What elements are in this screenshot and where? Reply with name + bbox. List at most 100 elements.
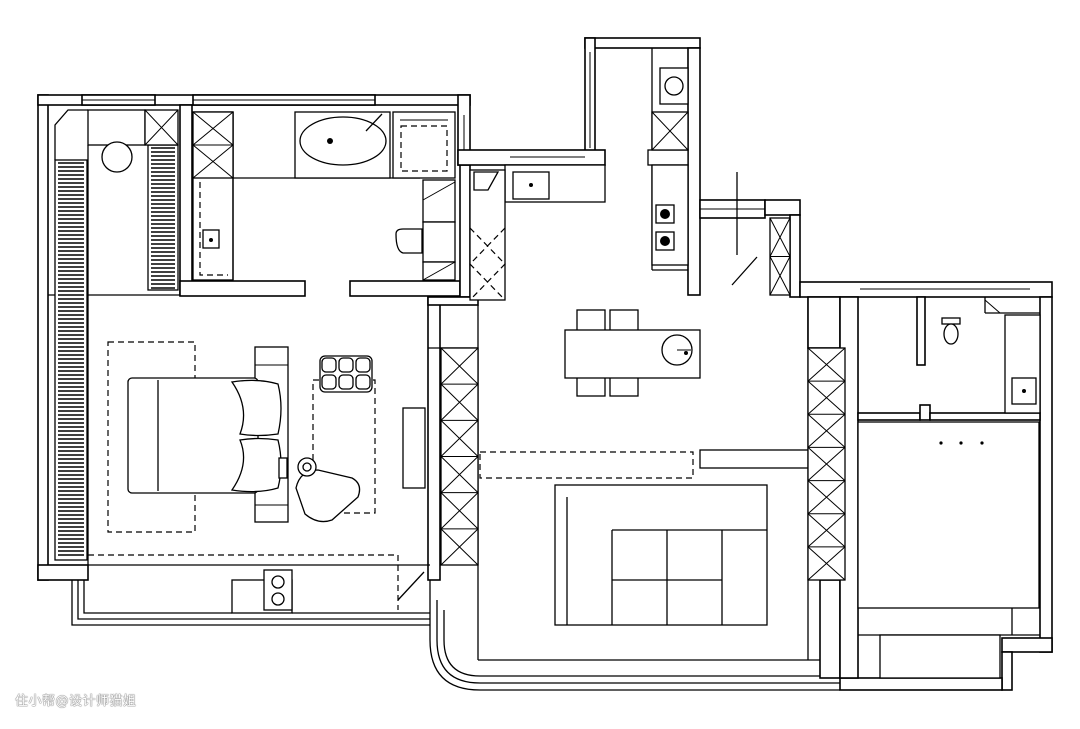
wall-bedroom-east (427, 296, 441, 581)
wall-bath-south-right (929, 412, 1041, 421)
cabinet-cross-mark (440, 383, 479, 421)
toilet-icon (395, 228, 423, 254)
round-stool-icon (101, 141, 133, 173)
closet-corner-shelf (54, 109, 88, 160)
ottoman-cushion (321, 374, 337, 390)
bath-cabinet-lower-mark (422, 261, 456, 281)
bathtub-faucet-icon (365, 113, 383, 132)
pillow-icon (230, 379, 282, 437)
bay-window-middle (77, 580, 430, 620)
vanity-outline (199, 182, 228, 276)
side-table-top-icon (302, 462, 312, 472)
shower-tray (400, 125, 448, 172)
cabinet-cross-mark (440, 456, 479, 494)
wall-kitchen-east (687, 47, 701, 296)
shower-screen-mark (984, 299, 1001, 314)
wall-entry-header (427, 296, 479, 306)
wall-west (37, 94, 49, 581)
wall-south-guest (839, 677, 1003, 691)
balcony-rail-inner (443, 610, 820, 677)
island-drain-icon (684, 351, 688, 355)
basin-drain-icon (209, 238, 213, 242)
guest-balcony (879, 634, 1001, 679)
balcony-rail-outer (429, 580, 840, 691)
bath-cabinet-upper-mark (422, 181, 456, 201)
ottoman-cushion (355, 374, 371, 390)
living-console-outline (479, 451, 694, 479)
window-seat-outline (88, 554, 399, 610)
bedside-lamp-icon (278, 457, 288, 479)
kitchen (469, 48, 689, 301)
wall-balcony-east (1001, 651, 1013, 691)
ottoman-cushion (321, 357, 337, 373)
refrigerator (659, 67, 689, 105)
dining-chair-icon (609, 309, 639, 333)
bay-window-outer (71, 580, 430, 626)
cabinet-cross-mark (144, 109, 179, 146)
window-seat-corner (397, 571, 425, 601)
armchair-icon (295, 469, 361, 523)
ottoman-cushion (338, 357, 354, 373)
wall-northeast-corner (764, 199, 801, 216)
guest-bed-platform (857, 421, 1040, 609)
watermark: 住小帮@设计师猫姐 (15, 694, 137, 709)
hanging-wardrobes (54, 144, 179, 561)
cabinet-cross-mark (651, 111, 689, 151)
bed-icon (127, 377, 259, 494)
washer-dryer-unit (263, 569, 293, 611)
wall-bathroom-south-right (349, 280, 461, 297)
toilet-niche (422, 221, 456, 263)
cabinet-cross-mark (807, 480, 846, 515)
dining-chair-icon (576, 375, 606, 397)
ottoman-cushion (338, 374, 354, 390)
bathtub-icon (299, 116, 387, 166)
entry-cabinet-top (473, 171, 500, 191)
cabinet-cross-mark (192, 144, 234, 179)
burner-icon (660, 236, 670, 246)
wall-closet-bathroom (179, 104, 193, 296)
guest-basin-drain-icon (1022, 389, 1026, 393)
bedroom-bay-window (71, 554, 430, 626)
shower-area (392, 111, 456, 179)
wall-bath-partition (916, 296, 926, 366)
light-point-icon (939, 441, 943, 445)
cabinet-cross-mark (440, 492, 479, 530)
cabinet-cross-mark (807, 513, 846, 548)
light-point-icon (980, 441, 984, 445)
wall-entry-guest (807, 296, 841, 349)
wall-kitchen-north (584, 37, 701, 49)
refrigerator-icon (664, 76, 684, 96)
burner-icon (660, 209, 670, 219)
kitchen-sink-icon (512, 171, 550, 200)
kitchen-sink-drain-icon (529, 183, 533, 187)
dining-chair-icon (609, 375, 639, 397)
cabinet-cross-mark (807, 380, 846, 415)
closet-top-shelf (87, 109, 146, 146)
wall-bath-south-left (857, 412, 921, 421)
bathtub-drain-icon (327, 138, 333, 144)
door-swing-icon (731, 256, 758, 286)
tv-cabinet (402, 407, 426, 489)
guest-bathroom (941, 297, 1041, 414)
dining (564, 172, 758, 397)
living-balcony (429, 580, 840, 691)
wall-east-dining (789, 214, 801, 298)
cabinet-cross-mark (440, 419, 479, 457)
cabinet-cross-mark (440, 347, 479, 385)
cabinet-cross-mark (807, 546, 846, 581)
sofa-icon (554, 484, 768, 626)
light-point-icon (959, 441, 963, 445)
balcony-rail-middle (436, 600, 840, 684)
wall-east (1039, 296, 1053, 653)
entry-tall-cabinet (469, 169, 506, 301)
pillow-icon (230, 437, 282, 493)
living-room (479, 449, 809, 626)
guest-bedroom (857, 421, 1040, 679)
master-bedroom (107, 341, 426, 611)
wall-bathroom-east-lower (459, 164, 471, 298)
cabinet-cross-mark (192, 111, 234, 146)
cabinet-cross-mark (440, 528, 479, 566)
bath-cabinet-upper (422, 179, 456, 223)
hanging-wardrobe-short (147, 144, 179, 291)
hanging-wardrobe-long (54, 159, 88, 561)
